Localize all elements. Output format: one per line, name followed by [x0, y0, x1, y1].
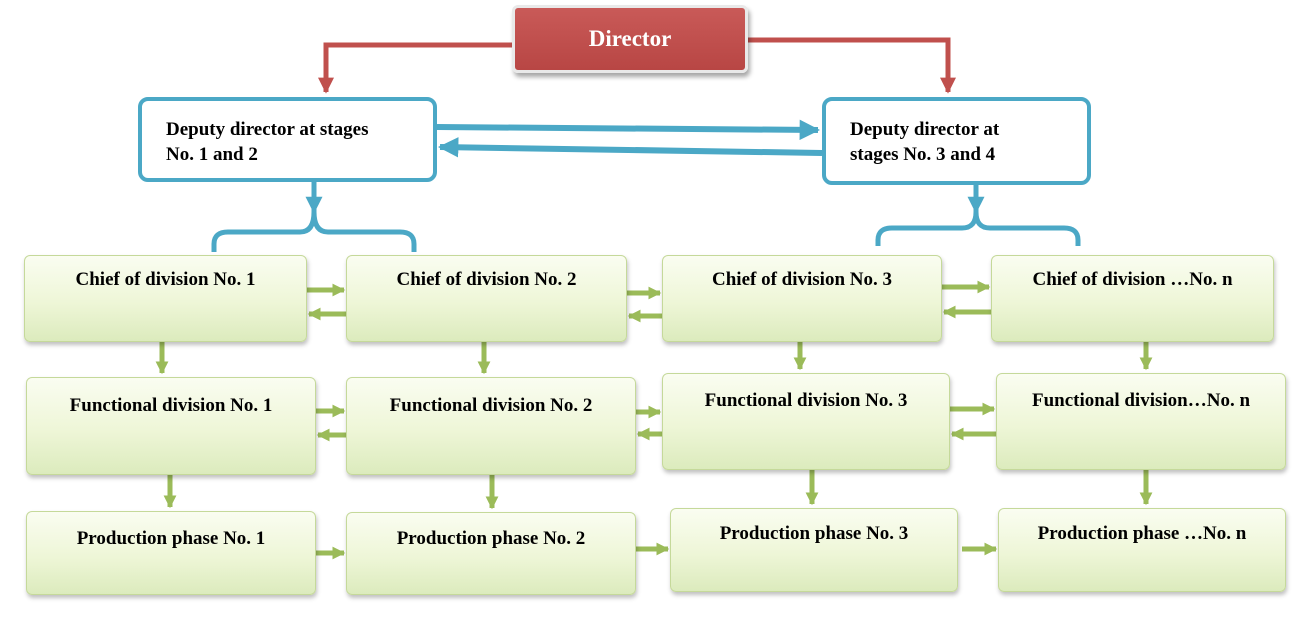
chief-division-1-label: Chief of division No. 1	[75, 269, 256, 290]
chief-division-2-label: Chief of division No. 2	[396, 269, 577, 290]
arrow-director-to-deputy-1	[317, 42, 512, 94]
production-phase-3-box: Production phase No. 3	[670, 508, 958, 592]
deputy-director-2-box: Deputy director at stages No. 3 and 4	[822, 97, 1091, 185]
production-phase-n-box: Production phase …No. n	[998, 508, 1286, 592]
deputy-1-label-line2: No. 1 and 2	[166, 144, 258, 165]
functional-division-3-box: Functional division No. 3	[662, 373, 950, 470]
director-label: Director	[588, 26, 672, 51]
production-phase-n-label: Production phase …No. n	[1037, 523, 1247, 544]
deputy-1-label-line1: Deputy director at stages	[166, 119, 369, 140]
chief-division-1-box: Chief of division No. 1	[24, 255, 307, 342]
arrow-deputy-1-to-deputy-2	[436, 119, 821, 141]
chief-division-n-box: Chief of division …No. n	[991, 255, 1274, 342]
production-phase-1-label: Production phase No. 1	[76, 528, 266, 549]
functional-division-2-label: Functional division No. 2	[389, 395, 593, 416]
functional-division-3-label: Functional division No. 3	[704, 390, 908, 411]
chief-division-3-box: Chief of division No. 3	[662, 255, 942, 342]
functional-division-1-box: Functional division No. 1	[26, 377, 316, 475]
functional-division-n-label: Functional division…No. n	[1031, 390, 1251, 411]
chief-division-n-label: Chief of division …No. n	[1032, 269, 1233, 290]
bracket-deputy-2	[875, 211, 1081, 246]
arrow-director-to-deputy-2	[748, 37, 957, 94]
production-phase-1-box: Production phase No. 1	[26, 511, 316, 595]
functional-division-1-label: Functional division No. 1	[69, 395, 273, 416]
chief-division-2-box: Chief of division No. 2	[346, 255, 627, 342]
director-box: Director	[512, 5, 748, 73]
production-phase-2-box: Production phase No. 2	[346, 512, 636, 595]
arrow-deputy-2-to-deputy-1	[437, 137, 823, 158]
functional-division-n-box: Functional division…No. n	[996, 373, 1286, 470]
production-phase-3-label: Production phase No. 3	[719, 523, 909, 544]
deputy-2-label-line1: Deputy director at	[850, 119, 1000, 140]
functional-division-2-box: Functional division No. 2	[346, 377, 636, 475]
production-phase-2-label: Production phase No. 2	[396, 528, 586, 549]
deputy-2-label-line2: stages No. 3 and 4	[850, 144, 996, 165]
deputy-director-1-box: Deputy director at stages No. 1 and 2	[138, 97, 437, 182]
chief-division-3-label: Chief of division No. 3	[712, 269, 892, 290]
bracket-deputy-1	[211, 211, 417, 252]
